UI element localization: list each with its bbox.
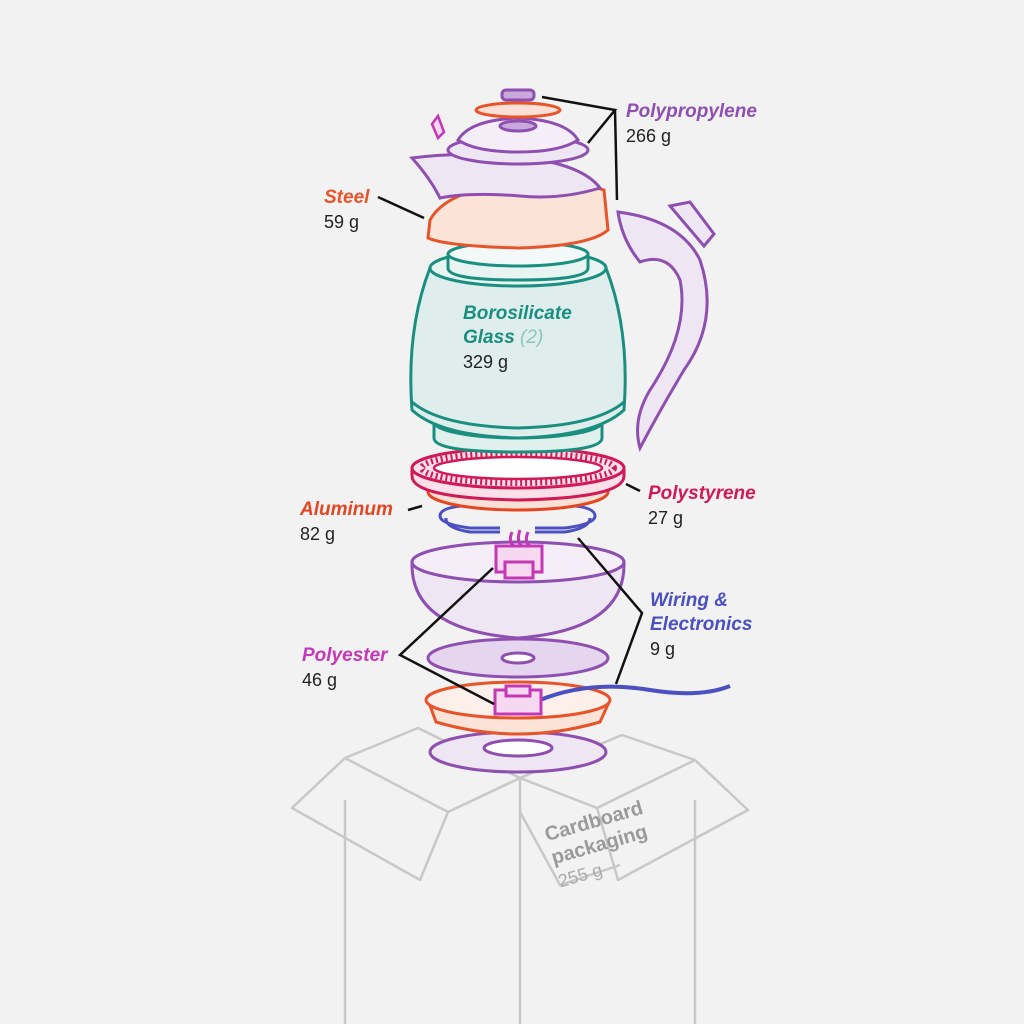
material-name-glass-line2: Glass (2) [463,326,572,350]
leader-polypropylene [541,95,619,201]
base-connector [493,684,543,716]
material-weight-wiring: 9 g [650,639,676,659]
glass-top-ring [446,240,590,282]
glass-word: Glass [463,327,515,348]
material-name-polypropylene: Polypropylene [626,101,757,122]
leader-polystyrene [625,482,641,493]
heating-disk [426,637,610,679]
material-name-glass-line1: Borosilicate [463,303,572,324]
handle [616,200,716,453]
bowl-connector [494,529,544,580]
leader-polyester [397,567,495,706]
material-weight-polyester: 46 g [302,670,338,690]
material-name-aluminum: Aluminum [300,499,393,520]
label-polypropylene: Polypropylene 266 g [626,100,757,148]
label-wiring: Wiring & Electronics 9 g [650,589,752,661]
leader-lines [377,95,644,706]
base-plate [428,730,608,774]
polystyrene-ring [410,446,626,502]
label-steel: Steel 59 g [324,186,369,234]
power-cord [539,684,731,702]
leader-wiring [577,537,644,685]
material-name-wiring-line2: Electronics [650,614,753,635]
material-name-polystyrene: Polystyrene [648,483,756,504]
label-polyester: Polyester 46 g [302,644,388,692]
material-weight-aluminum: 82 g [300,524,336,544]
material-name-polyester: Polyester [302,645,388,666]
leader-steel [377,195,425,220]
material-weight-steel: 59 g [324,212,360,232]
lid-clip [430,113,446,141]
material-weight-glass: 329 g [463,352,509,372]
material-name-wiring-line1: Wiring & [650,590,728,611]
material-name-steel: Steel [324,187,370,208]
material-weight-polystyrene: 27 g [648,508,684,528]
label-polystyrene: Polystyrene 27 g [648,482,756,530]
label-aluminum: Aluminum 82 g [300,498,393,546]
lid [446,88,590,166]
material-weight-polypropylene: 266 g [626,126,672,146]
leader-aluminum [407,504,423,512]
label-glass: Borosilicate Glass (2) 329 g [463,302,572,374]
glass-count: (2) [520,327,544,348]
